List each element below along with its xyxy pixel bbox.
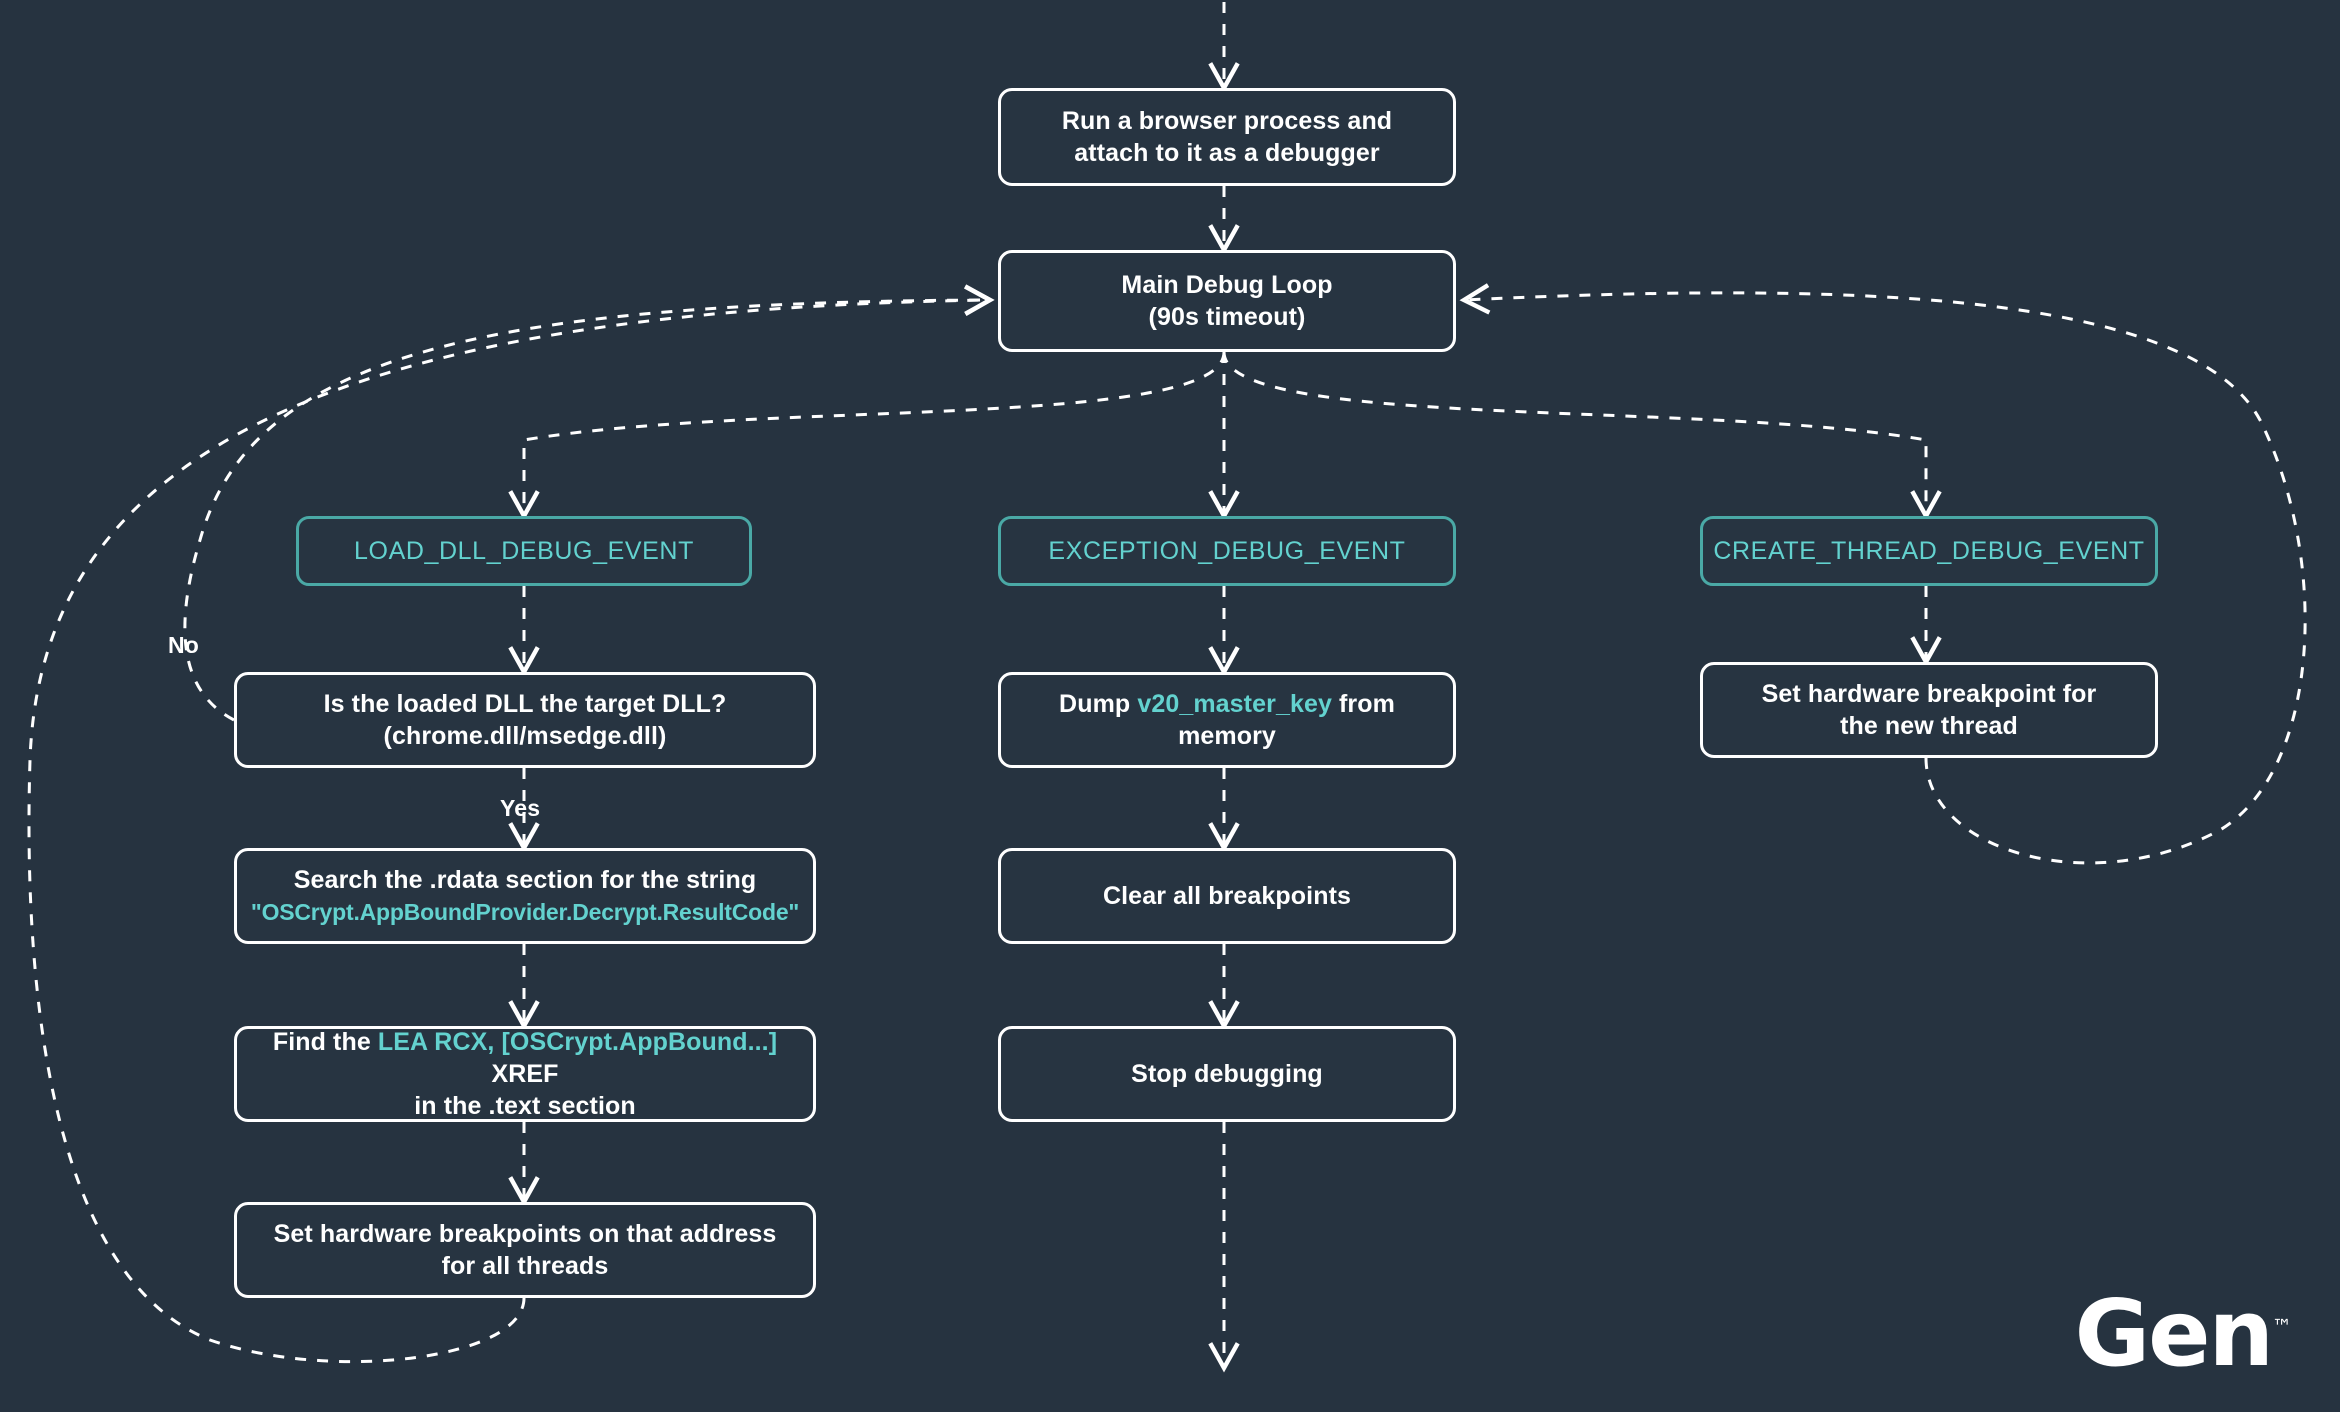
node-main-loop-line1: Main Debug Loop xyxy=(1121,271,1333,299)
node-event-create-thread-label: CREATE_THREAD_DEBUG_EVENT xyxy=(1713,537,2145,565)
node-stop-debugging-label: Stop debugging xyxy=(1131,1060,1323,1088)
node-find-xref-code: LEA RCX, [OSCrypt.AppBound...] xyxy=(377,1028,778,1056)
node-set-bp-all-line1: Set hardware breakpoints on that address xyxy=(273,1220,777,1248)
node-set-breakpoints-all-threads[interactable]: Set hardware breakpoints on that address… xyxy=(234,1202,816,1298)
node-dump-prefix: Dump xyxy=(1059,690,1138,718)
node-search-rdata-line1: Search the .rdata section for the string xyxy=(293,866,757,894)
node-dll-check-line2: (chrome.dll/msedge.dll) xyxy=(383,722,667,750)
trademark-symbol: ™ xyxy=(2272,1314,2292,1339)
node-start[interactable]: Run a browser process and attach to it a… xyxy=(998,88,1456,186)
node-clear-breakpoints[interactable]: Clear all breakpoints xyxy=(998,848,1456,944)
node-search-rdata-string: "OSCrypt.AppBoundProvider.Decrypt.Result… xyxy=(250,899,800,925)
node-set-bp-thread-line2: the new thread xyxy=(1840,712,2018,740)
edge-main-to-create-thread xyxy=(1222,351,1942,521)
node-find-xref[interactable]: Find the LEA RCX, [OSCrypt.AppBound...] … xyxy=(234,1026,816,1122)
node-event-create-thread[interactable]: CREATE_THREAD_DEBUG_EVENT xyxy=(1700,516,2158,586)
node-event-load-dll-label: LOAD_DLL_DEBUG_EVENT xyxy=(354,537,694,565)
node-find-xref-prefix: Find the xyxy=(272,1028,378,1056)
node-set-bp-all-line2: for all threads xyxy=(441,1252,609,1280)
node-event-load-dll[interactable]: LOAD_DLL_DEBUG_EVENT xyxy=(296,516,752,586)
node-event-exception-label: EXCEPTION_DEBUG_EVENT xyxy=(1048,537,1406,565)
node-find-xref-suffix: XREF xyxy=(491,1060,559,1088)
node-stop-debugging[interactable]: Stop debugging xyxy=(998,1026,1456,1122)
node-search-rdata[interactable]: Search the .rdata section for the string… xyxy=(234,848,816,944)
node-dump-suffix: from xyxy=(1331,690,1395,718)
edge-label-no: No xyxy=(168,632,200,658)
node-start-line1: Run a browser process and xyxy=(1061,107,1393,135)
node-set-breakpoint-new-thread[interactable]: Set hardware breakpoint for the new thre… xyxy=(1700,662,2158,758)
node-dump-line2: memory xyxy=(1178,722,1276,750)
edge-main-to-load-dll xyxy=(508,351,1226,521)
node-dll-check[interactable]: Is the loaded DLL the target DLL? (chrom… xyxy=(234,672,816,768)
edge-check-no-to-main-loop xyxy=(183,284,995,722)
node-dump-master-key[interactable]: Dump v20_master_key from memory xyxy=(998,672,1456,768)
edge-label-yes: Yes xyxy=(500,795,541,821)
node-dll-check-line1: Is the loaded DLL the target DLL? xyxy=(323,690,727,718)
node-dump-code: v20_master_key xyxy=(1137,690,1332,718)
gen-logo-text: Gen xyxy=(2074,1280,2274,1387)
node-set-bp-thread-line1: Set hardware breakpoint for xyxy=(1761,680,2097,708)
node-find-xref-line2: in the .text section xyxy=(414,1092,636,1120)
node-event-exception[interactable]: EXCEPTION_DEBUG_EVENT xyxy=(998,516,1456,586)
node-start-line2: attach to it as a debugger xyxy=(1074,139,1380,167)
node-main-loop-line2: (90s timeout) xyxy=(1148,303,1306,331)
node-main-debug-loop[interactable]: Main Debug Loop (90s timeout) xyxy=(998,250,1456,352)
gen-logo: Gen™ xyxy=(2075,1288,2292,1380)
node-clear-breakpoints-label: Clear all breakpoints xyxy=(1102,882,1352,910)
